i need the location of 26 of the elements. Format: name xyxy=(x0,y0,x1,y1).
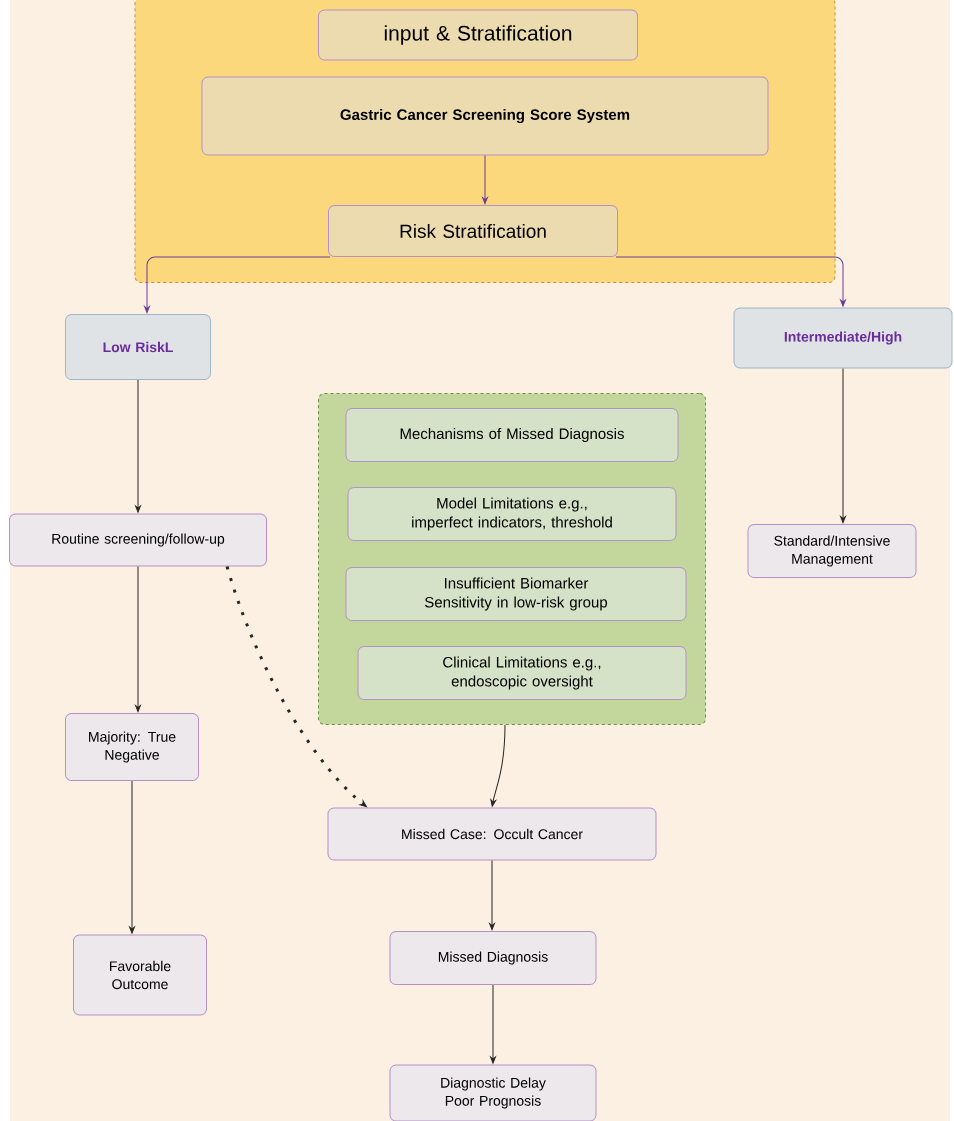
process-box: Missed Case: Occult Cancer xyxy=(327,807,657,861)
arrow xyxy=(135,566,141,713)
arrow xyxy=(135,379,141,513)
arrow xyxy=(490,724,506,807)
process-box: Missed Diagnosis xyxy=(389,931,597,985)
process-box: Gastric Cancer Screening Score System xyxy=(201,76,769,156)
process-box: Majority: True Negative xyxy=(65,713,199,781)
process-box: Clinical Limitations e.g., endoscopic oversight xyxy=(357,646,687,700)
arrow xyxy=(489,860,495,931)
arrow xyxy=(615,256,846,307)
process-box: Model Limitations e.g., imperfect indicators, threshold xyxy=(347,487,677,541)
arrow xyxy=(840,368,846,524)
process-box: Intermediate/High xyxy=(733,307,953,369)
process-box: Risk Stratification xyxy=(328,205,618,257)
process-box: Favorable Outcome xyxy=(73,934,207,1016)
arrow xyxy=(482,155,488,205)
arrow xyxy=(144,256,331,314)
arrow xyxy=(129,780,135,934)
process-box: Mechanisms of Missed Diagnosis xyxy=(345,408,679,462)
process-box: input & Stratification xyxy=(318,9,638,61)
process-box: Diagnostic Delay Poor Prognosis xyxy=(389,1064,597,1121)
process-box: Routine screening/follow-up xyxy=(9,513,267,567)
process-box: Standard/Intensive Management xyxy=(747,524,917,578)
process-box: Insufficient Biomarker Sensitivity in low-risk group xyxy=(345,567,687,621)
process-box: Low RiskL xyxy=(65,314,211,380)
arrow xyxy=(490,984,496,1064)
